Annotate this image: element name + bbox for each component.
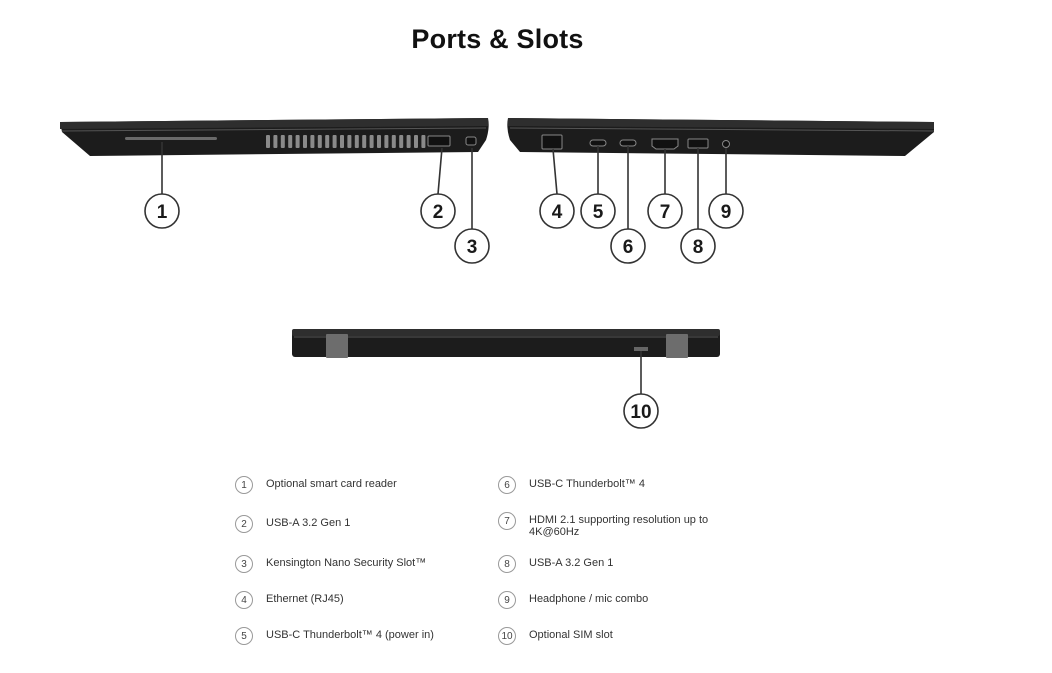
callout-leader-line	[437, 147, 443, 195]
legend-label: HDMI 2.1 supporting resolution up to 4K@…	[529, 514, 709, 538]
vent-slot	[369, 135, 374, 148]
callout-leader-line	[552, 148, 558, 195]
vent-slot	[280, 135, 285, 148]
callout-number: 9	[721, 202, 732, 223]
legend-label: Kensington Nano Security Slot™	[266, 557, 427, 569]
vent-slot	[391, 135, 396, 148]
legend-item: 8 USB-A 3.2 Gen 1	[498, 555, 719, 573]
callout-circle	[420, 193, 456, 229]
callout-group: 1 2 3 4 56 7 89 10	[144, 142, 744, 429]
kensington-slot	[465, 136, 477, 146]
vent-slot	[288, 135, 293, 148]
vent-slot	[354, 135, 359, 148]
vent-grille	[266, 135, 426, 148]
legend-item: 7 HDMI 2.1 supporting resolution up to 4K…	[498, 512, 719, 538]
legend-label: Optional SIM slot	[529, 629, 613, 641]
legend-number: 6	[498, 476, 516, 494]
smart-card-slot	[125, 137, 217, 140]
legend-label: Ethernet (RJ45)	[266, 593, 344, 605]
usb-c-port	[619, 139, 637, 147]
vent-slot	[414, 135, 418, 148]
ethernet-port	[541, 134, 563, 150]
legend-number: 1	[235, 476, 253, 494]
legend-label: USB-A 3.2 Gen 1	[529, 557, 614, 569]
vent-slot	[340, 135, 344, 148]
legend-number: 9	[498, 591, 516, 609]
vent-slot	[332, 135, 337, 148]
vent-slot	[362, 135, 367, 148]
vent-slot	[303, 135, 307, 148]
callout-number: 8	[693, 237, 704, 258]
legend-label: Optional smart card reader	[266, 478, 397, 490]
usb-a-port-right	[687, 138, 709, 149]
callout-circle	[580, 193, 616, 229]
legend-label: USB-C Thunderbolt™ 4	[529, 478, 645, 490]
legend-number: 3	[235, 555, 253, 573]
hinge-left	[326, 334, 348, 358]
vent-slot	[266, 135, 270, 148]
callout-number: 6	[623, 237, 634, 258]
usb-c-port-power	[589, 139, 607, 147]
callout-circle	[623, 393, 659, 429]
callout-circle	[539, 193, 575, 229]
callout-circle	[144, 193, 180, 229]
legend-item: 4 Ethernet (RJ45)	[235, 591, 456, 609]
callout-circle	[610, 228, 646, 264]
vent-slot	[295, 135, 300, 148]
callout-number: 5	[593, 202, 604, 223]
legend-number: 7	[498, 512, 516, 530]
legend-label: Headphone / mic combo	[529, 593, 649, 605]
legend-number: 10	[498, 627, 516, 645]
legend-number: 5	[235, 627, 253, 645]
vent-slot	[406, 135, 411, 148]
laptop-right-side	[507, 118, 935, 156]
callout-circle	[647, 193, 683, 229]
laptop-rear	[292, 329, 720, 358]
legend-item: 5 USB-C Thunderbolt™ 4 (power in)	[235, 627, 456, 645]
page-title: Ports & Slots	[411, 24, 584, 54]
callout-circle	[708, 193, 744, 229]
legend-item: 1 Optional smart card reader	[235, 476, 456, 494]
legend-item: 10 Optional SIM slot	[498, 627, 719, 645]
legend-label: USB-C Thunderbolt™ 4 (power in)	[266, 629, 434, 641]
audio-jack	[722, 140, 730, 148]
legend-number: 8	[498, 555, 516, 573]
vent-slot	[384, 135, 389, 148]
legend-number: 2	[235, 515, 253, 533]
vent-slot	[377, 135, 381, 148]
callout-circle	[454, 228, 490, 264]
legend-item: 3 Kensington Nano Security Slot™	[235, 555, 456, 573]
legend-item: 6 USB-C Thunderbolt™ 4	[498, 476, 719, 494]
callout-number: 1	[157, 202, 168, 223]
laptop-left-side	[60, 118, 489, 156]
legend-item: 2 USB-A 3.2 Gen 1	[235, 515, 456, 533]
legend-label: USB-A 3.2 Gen 1	[266, 517, 351, 529]
callout-number: 7	[660, 202, 671, 223]
vent-slot	[310, 135, 315, 148]
callout-number: 3	[467, 237, 478, 258]
callout-circle	[680, 228, 716, 264]
vent-slot	[325, 135, 330, 148]
vent-slot	[399, 135, 404, 148]
sim-slot	[634, 347, 648, 351]
callout-number: 10	[630, 402, 651, 423]
legend-number: 4	[235, 591, 253, 609]
usb-a-port-left	[427, 135, 451, 147]
callout-number: 4	[552, 202, 563, 223]
vent-slot	[273, 135, 278, 148]
vent-slot	[421, 135, 426, 148]
callout-number: 2	[433, 202, 444, 223]
legend-item: 9 Headphone / mic combo	[498, 591, 719, 609]
vent-slot	[347, 135, 352, 148]
vent-slot	[317, 135, 322, 148]
hdmi-port	[651, 138, 679, 150]
hinge-right	[666, 334, 688, 358]
